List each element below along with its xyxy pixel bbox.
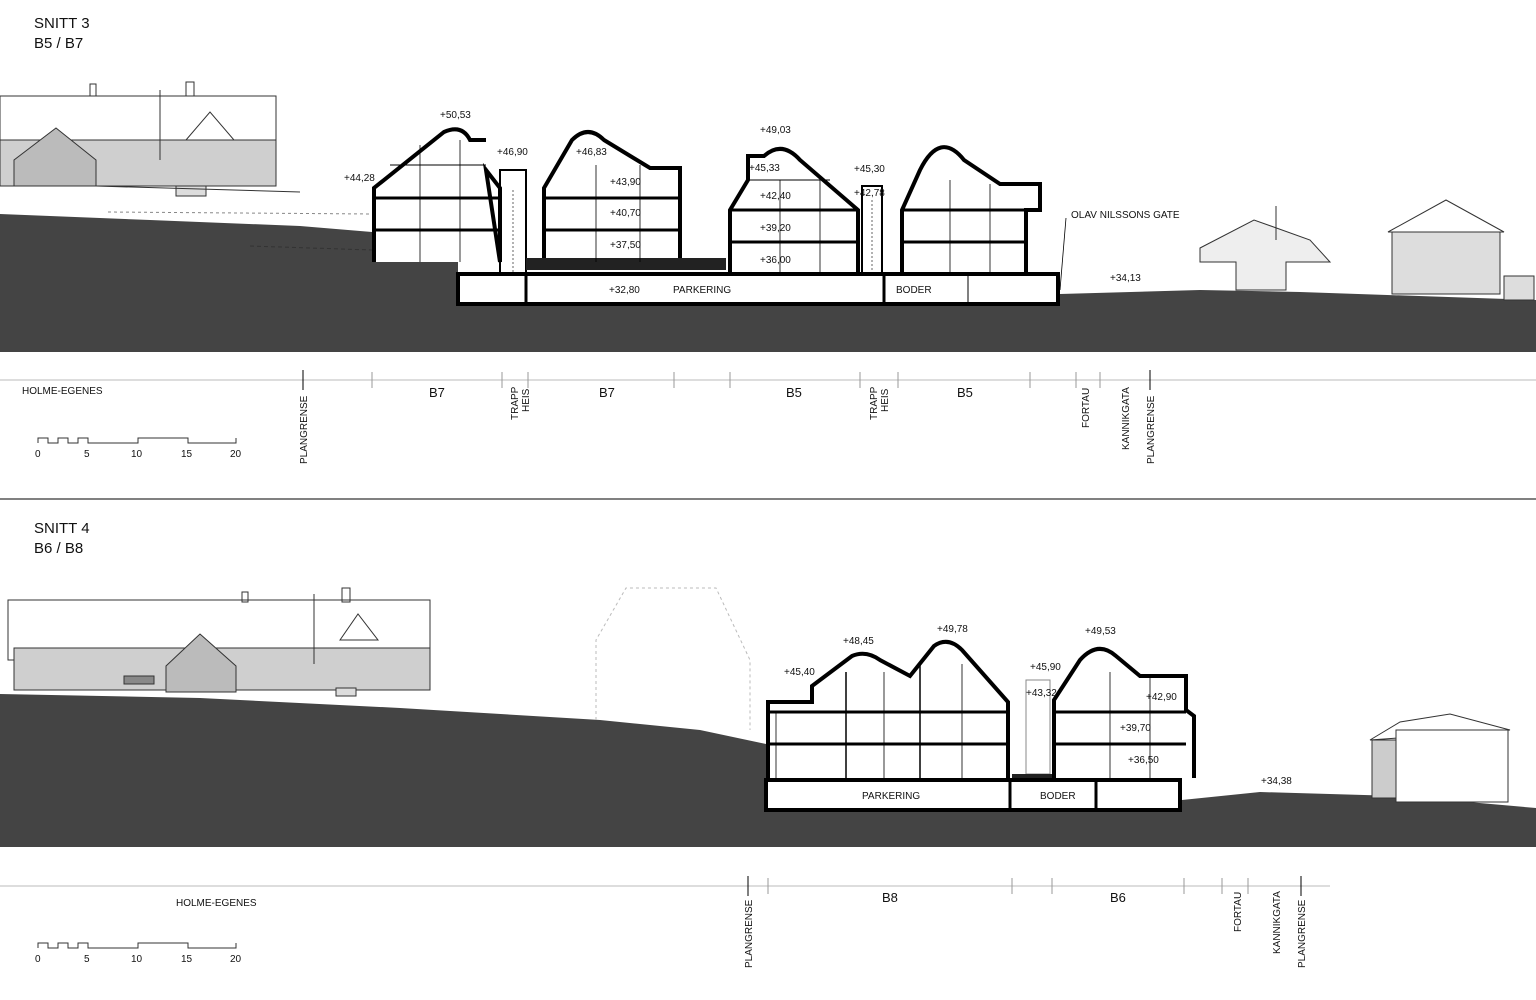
elevation-label: +42,40 [760, 191, 791, 202]
neighbor-house-section-4 [1369, 713, 1511, 803]
building-b7-right [526, 130, 726, 270]
elevation-label: +43,32 [1026, 688, 1057, 699]
parking-label: PARKERING [673, 285, 731, 296]
elevation-label: +34,13 [1110, 273, 1141, 284]
section-3-title: SNITT 3 [34, 15, 90, 32]
elevation-label: +49,03 [760, 125, 791, 136]
zone-strip-section-3 [0, 370, 1536, 390]
scale-tick-label: 5 [84, 449, 90, 460]
zone-strip-section-4 [0, 876, 1330, 896]
elevation-label: +49,53 [1085, 626, 1116, 637]
elevation-label: +36,00 [760, 255, 791, 266]
scale-tick-label: 0 [35, 449, 41, 460]
scale-tick-label: 15 [181, 449, 193, 460]
stair-label: TRAPP [510, 386, 521, 420]
elevation-label: +45,90 [1030, 662, 1061, 673]
scale-tick-label: 20 [230, 449, 242, 460]
neighbor-farmhouse-section-3 [0, 81, 301, 197]
scale-tick-label: 20 [230, 954, 242, 965]
elevation-label: +44,28 [344, 173, 375, 184]
elevation-label: +45,33 [749, 163, 780, 174]
building-b5-left [728, 147, 860, 274]
street-label: KANNIKGATA [1272, 891, 1283, 954]
elevation-label: +48,45 [843, 636, 874, 647]
terrain-section-4 [0, 694, 1536, 847]
section-4-title: SNITT 4 [34, 520, 90, 537]
building-b6 [1052, 647, 1196, 778]
neighbor-label: HOLME-EGENES [22, 386, 103, 397]
neighbor-farmhouse-section-4 [7, 587, 431, 697]
street-label: OLAV NILSSONS GATE [1071, 210, 1180, 221]
elevation-label: +36,50 [1128, 755, 1159, 766]
scale-tick-label: 10 [131, 449, 143, 460]
building-b7-left [372, 127, 502, 263]
elevation-label: +50,53 [440, 110, 471, 121]
elevation-label: +46,83 [576, 147, 607, 158]
parking-label: PARKERING [862, 791, 920, 802]
boundary-label: PLANGRENSE [1297, 899, 1308, 968]
zone-label: B5 [957, 385, 973, 400]
storage-label: BODER [896, 285, 932, 296]
elevation-label: +37,50 [610, 240, 641, 251]
street-label: KANNIKGATA [1121, 387, 1132, 450]
zone-label: B7 [599, 385, 615, 400]
elevation-label: +32,80 [609, 285, 640, 296]
boundary-label: PLANGRENSE [1146, 395, 1157, 464]
elevation-label: +49,78 [937, 624, 968, 635]
stair-core-3 [1012, 679, 1052, 780]
parking-plinth-section-4 [764, 778, 1182, 812]
elevator-label: HEIS [880, 388, 891, 412]
elevation-label: +39,20 [760, 223, 791, 234]
terrain-section-3 [0, 214, 1536, 352]
elevation-label: +42,78 [854, 188, 885, 199]
elevation-label: +45,30 [854, 164, 885, 175]
section-3: SNITT 3 B5 / B7 [0, 15, 1536, 464]
elevation-label: +40,70 [610, 208, 641, 219]
scale-bar-section-4 [37, 942, 237, 949]
scale-bar-section-3 [37, 437, 237, 444]
elevation-label: +45,40 [784, 667, 815, 678]
sidewalk-label: FORTAU [1081, 388, 1092, 428]
building-b5-right [900, 145, 1042, 274]
elevation-label: +42,90 [1146, 692, 1177, 703]
zone-label: B7 [429, 385, 445, 400]
zone-label: B5 [786, 385, 802, 400]
neighbor-houses-section-3 [1199, 199, 1535, 301]
elevation-label: +43,90 [610, 177, 641, 188]
section-4: SNITT 4 B6 / B8 [0, 520, 1536, 968]
boundary-label: PLANGRENSE [299, 395, 310, 464]
section-4-subtitle: B6 / B8 [34, 540, 83, 557]
stair-label: TRAPP [869, 386, 880, 420]
zone-label: B8 [882, 890, 898, 905]
scale-tick-label: 5 [84, 954, 90, 965]
elevation-label: +34,38 [1261, 776, 1292, 787]
ghost-outline [595, 587, 751, 730]
sidewalk-label: FORTAU [1233, 892, 1244, 932]
parking-plinth-section-3 [456, 272, 1060, 306]
section-3-subtitle: B5 / B7 [34, 35, 83, 52]
storage-label: BODER [1040, 791, 1076, 802]
scale-tick-label: 10 [131, 954, 143, 965]
scale-tick-label: 0 [35, 954, 41, 965]
elevation-label: +39,70 [1120, 723, 1151, 734]
building-b8 [766, 639, 1010, 780]
boundary-label: PLANGRENSE [744, 899, 755, 968]
elevation-label: +46,90 [497, 147, 528, 158]
scale-tick-label: 15 [181, 954, 193, 965]
elevator-label: HEIS [521, 388, 532, 412]
neighbor-label: HOLME-EGENES [176, 898, 257, 909]
zone-label: B6 [1110, 890, 1126, 905]
